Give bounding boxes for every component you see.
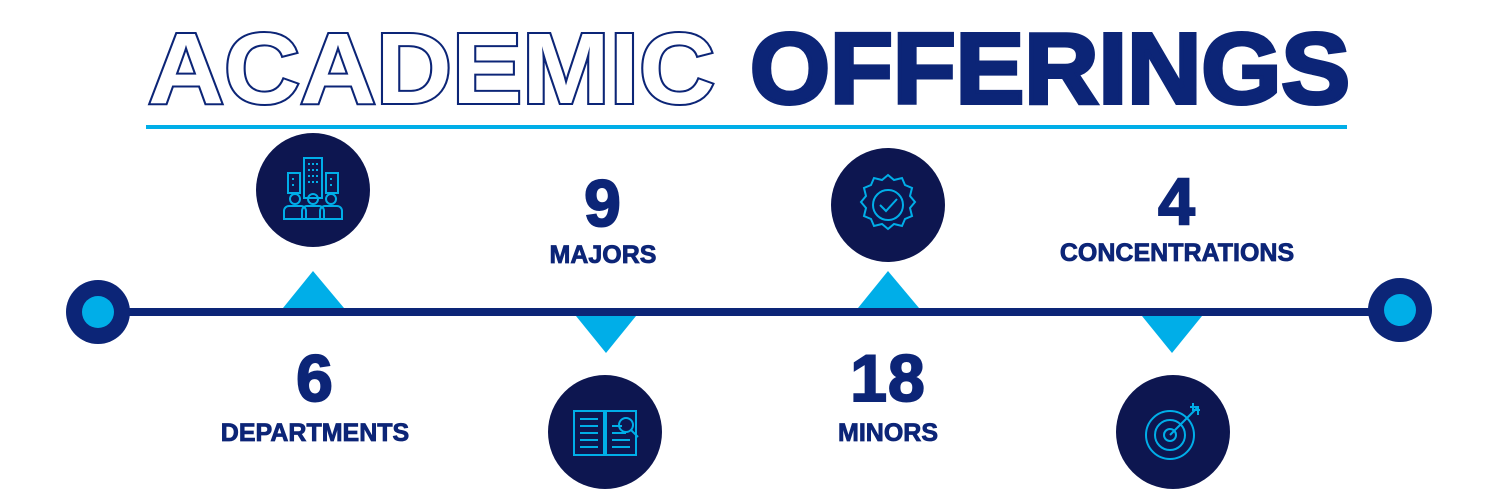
marker-down [1142,316,1202,353]
target-arrow-icon [1145,403,1200,460]
departments-count: 6 [295,341,334,415]
majors-label: MAJORS [549,241,657,269]
buildings-people-icon [283,157,343,220]
timeline-line [98,308,1400,316]
marker-up [283,271,344,308]
concentrations-label: CONCENTRATIONS [1059,239,1295,267]
minors-icon-circle [831,148,945,262]
departments-icon-circle [256,133,370,247]
concentrations-count: 4 [1157,164,1196,238]
marker-down [576,316,636,353]
concentrations-icon-circle [1116,375,1230,489]
title-offerings: OFFERINGS [750,13,1350,125]
title-underline [146,125,1347,129]
majors-count: 9 [583,166,622,240]
open-book-search-icon [573,410,639,456]
majors-icon-circle [548,375,662,489]
minors-count: 18 [849,341,926,415]
badge-check-icon [859,173,917,231]
departments-label: DEPARTMENTS [220,419,410,447]
title-academic: ACADEMIC [148,13,715,125]
marker-up [858,271,919,308]
title: ACADEMIC OFFERINGS [146,11,1352,129]
minors-label: MINORS [838,419,939,447]
